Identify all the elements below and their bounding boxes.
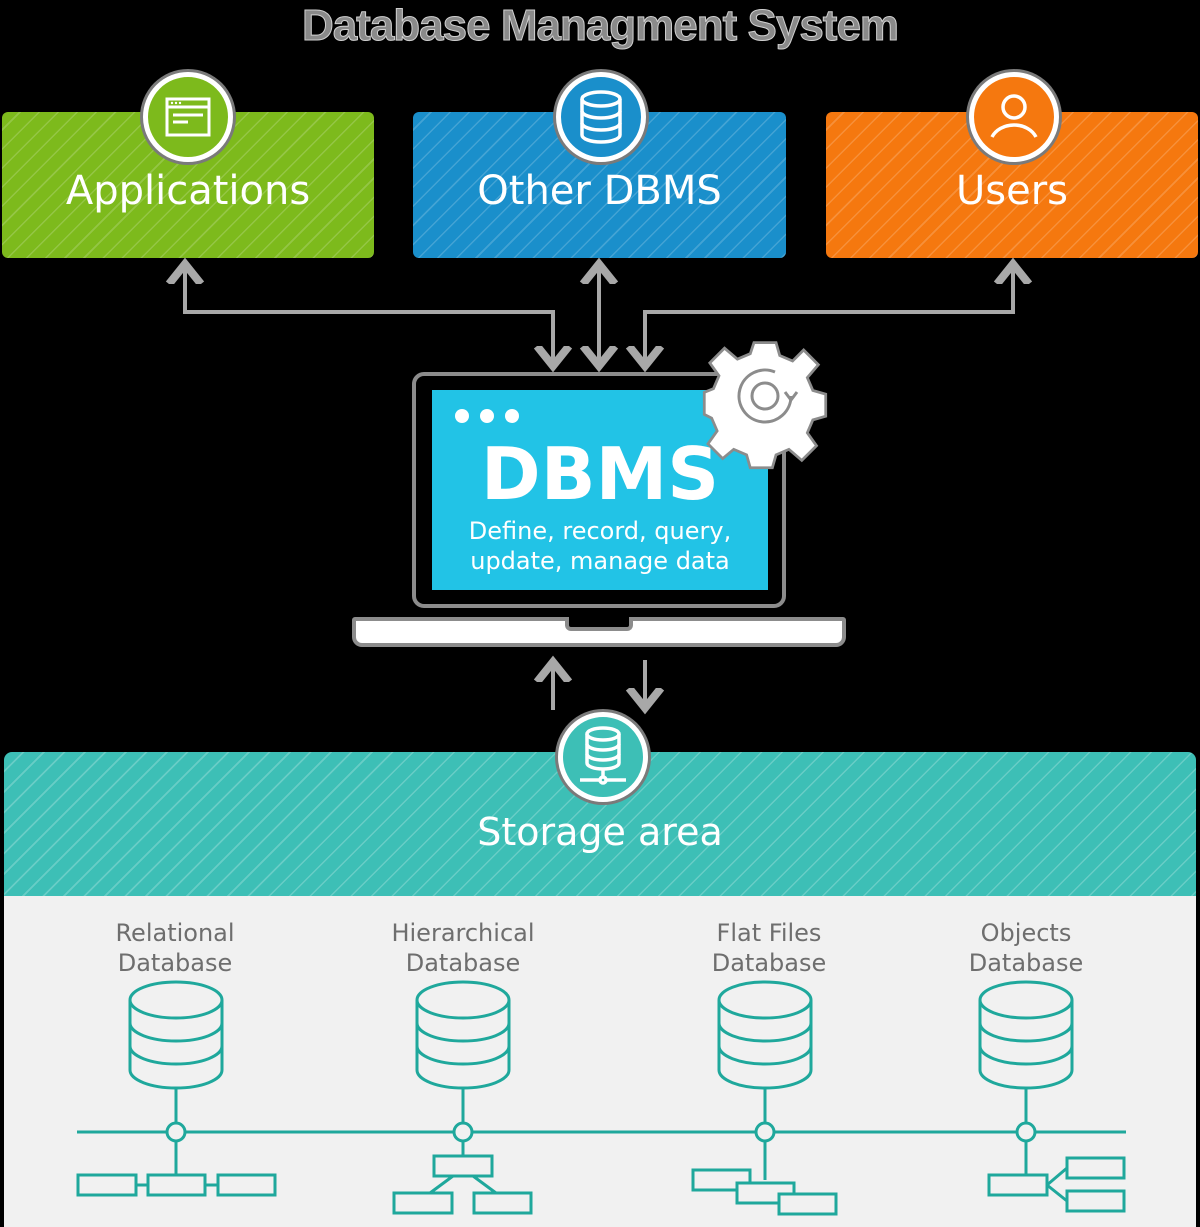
flat-files-structure-icon: [691, 1141, 838, 1216]
dbms-description: Define, record, query, update, manage da…: [432, 516, 768, 576]
dbms-description-line2: update, manage data: [470, 547, 730, 575]
database-network-icon: [558, 712, 648, 802]
window-dots-icon: [455, 409, 519, 423]
db-label-line1: Objects: [980, 919, 1072, 947]
db-label-line2: Database: [968, 949, 1084, 977]
laptop-notch: [565, 617, 633, 631]
applications-label: Applications: [65, 168, 311, 214]
db-label-line1: Hierarchical: [391, 919, 535, 947]
db-label-line2: Database: [405, 949, 521, 977]
db-label-line1: Flat Files: [716, 919, 822, 947]
users-box: Users: [826, 112, 1198, 258]
page-title: Database Managment System: [301, 1, 899, 51]
applications-arrow: [185, 264, 553, 366]
other-dbms-label: Other DBMS: [477, 168, 722, 214]
dbms-description-line1: Define, record, query,: [468, 517, 732, 545]
hierarchical-structure-icon: [392, 1141, 533, 1215]
objects-structure-icon: [987, 1141, 1126, 1213]
users-label: Users: [955, 168, 1068, 214]
users-arrow: [645, 264, 1013, 366]
relational-database-icon: [128, 980, 224, 1143]
db-label-line2: Database: [711, 949, 827, 977]
storage-area-label: Storage area: [477, 810, 723, 854]
relational-structure-icon: [76, 1141, 277, 1197]
objects-database-icon: [978, 980, 1074, 1143]
flat-files-database-icon: [717, 980, 813, 1143]
user-icon: [969, 72, 1059, 162]
hierarchical-database-icon: [415, 980, 511, 1143]
dbms-label: DBMS: [480, 432, 720, 516]
database-icon: [556, 72, 646, 162]
application-window-icon: [143, 72, 233, 162]
db-label-line1: Relational: [115, 919, 235, 947]
db-label-line2: Database: [117, 949, 233, 977]
storage-area-panel: Storage area: [4, 752, 1196, 896]
